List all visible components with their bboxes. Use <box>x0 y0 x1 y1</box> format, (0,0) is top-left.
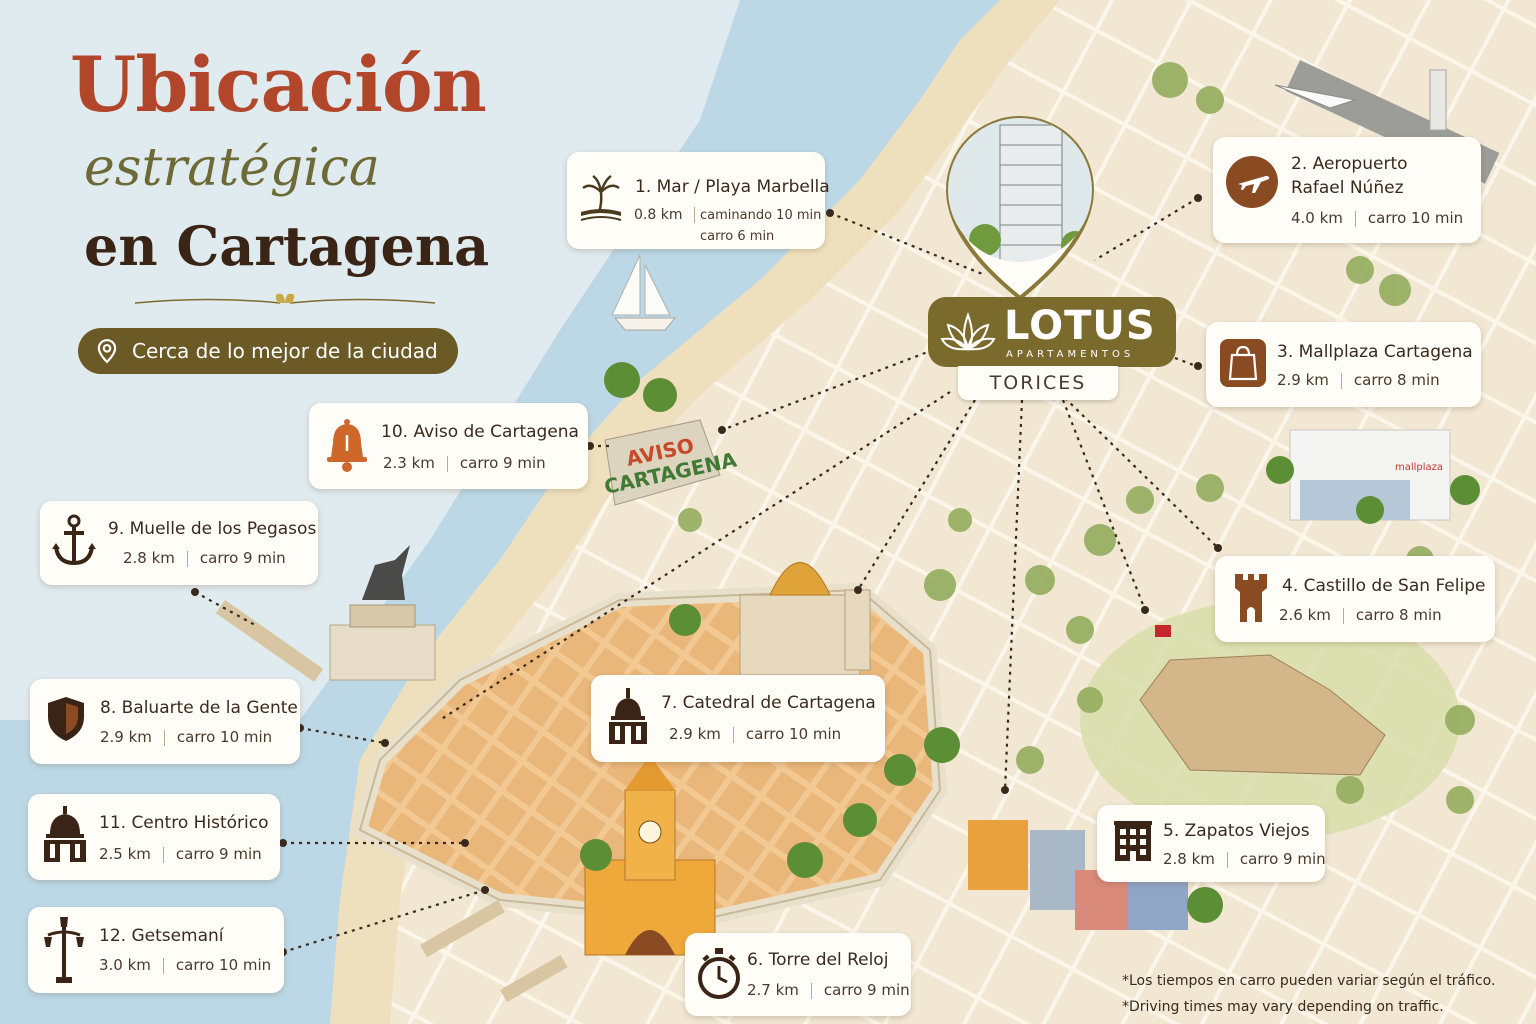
title-line-3: en Cartagena <box>84 214 490 278</box>
title-flourish <box>134 293 436 304</box>
tagline-pill: Cerca de lo mejor de la ciudad <box>78 328 458 374</box>
location-pin-icon <box>97 339 117 364</box>
place-distance: 2.5 km <box>99 845 151 863</box>
place-details: 2.3 km carro 9 min <box>383 454 546 472</box>
place-card-baluarte: 8. Baluarte de la Gente 2.9 km carro 10 m… <box>30 679 300 764</box>
place-name: 1. Mar / Playa Marbella <box>635 177 830 197</box>
lotus-logo: LOTUS APARTAMENTOS <box>928 297 1176 367</box>
anchor-icon <box>52 514 96 566</box>
title-line-2: estratégica <box>84 138 380 198</box>
place-name: 8. Baluarte de la Gente <box>100 698 298 718</box>
place-card-torre-del-reloj: 6. Torre del Reloj 2.7 km carro 9 min <box>685 933 911 1016</box>
place-distance: 2.7 km <box>747 981 799 999</box>
place-name-line-2: Rafael Núñez <box>1291 178 1404 198</box>
neighborhood-label: TORICES <box>958 366 1118 400</box>
brand-subtitle: APARTAMENTOS <box>1006 349 1135 360</box>
place-time: carro 9 min <box>1239 850 1326 868</box>
place-details: 4.0 km carro 10 min <box>1291 209 1463 227</box>
clock-icon <box>698 948 740 999</box>
place-name: 3. Mallplaza Cartagena <box>1277 342 1473 362</box>
place-details: 2.5 km carro 9 min <box>99 845 262 863</box>
place-card-getsemani: 12. Getsemaní 3.0 km carro 10 min <box>28 907 284 993</box>
airplane-icon <box>1226 156 1278 208</box>
palm-beach-icon <box>580 174 622 221</box>
cathedral-dome <box>769 562 831 596</box>
mallplaza-sign: mallplaza <box>1395 462 1443 473</box>
place-time: carro 9 min <box>823 981 910 999</box>
place-card-zapatos-viejos: 5. Zapatos Viejos 2.8 km carro 9 min <box>1097 805 1326 882</box>
place-time: carro 10 min <box>745 725 842 743</box>
place-card-castillo-san-felipe: 4. Castillo de San Felipe 2.6 km carro 8 … <box>1215 556 1495 642</box>
place-name: 2. Aeropuerto <box>1291 154 1408 174</box>
place-time: carro 10 min <box>175 956 272 974</box>
clock-face <box>638 820 662 844</box>
place-time: caminando 10 min <box>700 208 822 223</box>
castillo-illustration <box>1139 654 1386 776</box>
lotus-flower-icon <box>940 312 996 351</box>
brand-name: LOTUS <box>1004 303 1156 349</box>
title-line-1: Ubicación <box>70 40 487 129</box>
place-card-centro-historico: 11. Centro Histórico 2.5 km carro 9 min <box>28 794 280 880</box>
place-name: 7. Catedral de Cartagena <box>661 693 876 713</box>
shield-icon <box>48 697 84 741</box>
place-distance: 0.8 km <box>634 207 683 223</box>
place-time: carro 10 min <box>176 728 273 746</box>
place-details: 3.0 km carro 10 min <box>99 956 271 974</box>
shopping-bag-icon <box>1220 339 1266 387</box>
tagline-text: Cerca de lo mejor de la ciudad <box>132 339 438 363</box>
place-card-aviso-cartagena: 10. Aviso de Cartagena 2.3 km carro 9 min <box>309 403 588 489</box>
castle-tower-icon <box>1235 574 1267 622</box>
place-time: carro 8 min <box>1353 371 1440 389</box>
place-card-playa-marbella: 1. Mar / Playa Marbella 0.8 km caminando… <box>567 152 830 249</box>
place-distance: 4.0 km <box>1291 209 1343 227</box>
place-card-aeropuerto: 2. Aeropuerto Rafael Núñez 4.0 km carro 1… <box>1213 137 1481 243</box>
place-distance: 3.0 km <box>99 956 151 974</box>
place-details: 2.6 km carro 8 min <box>1279 606 1442 624</box>
place-time-secondary: carro 6 min <box>700 229 775 244</box>
connector-lines <box>194 197 1219 954</box>
dome-icon <box>44 806 86 862</box>
place-distance: 2.9 km <box>1277 371 1329 389</box>
place-name: 9. Muelle de los Pegasos <box>108 519 317 539</box>
building-icon <box>1114 821 1152 861</box>
place-details: 0.8 km <box>634 207 707 223</box>
place-time: carro 9 min <box>199 549 286 567</box>
footnote-english: *Driving times may vary depending on tra… <box>1122 999 1444 1015</box>
place-distance: 2.8 km <box>123 549 175 567</box>
place-details: 2.9 km carro 10 min <box>100 728 272 746</box>
footnote-spanish: *Los tiempos en carro pueden variar segú… <box>1122 973 1496 989</box>
place-distance: 2.3 km <box>383 454 435 472</box>
place-name: 10. Aviso de Cartagena <box>381 422 579 442</box>
place-name: 11. Centro Histórico <box>99 813 269 833</box>
place-distance: 2.9 km <box>669 725 721 743</box>
place-time: carro 10 min <box>1367 209 1464 227</box>
place-name: 12. Getsemaní <box>99 926 224 946</box>
place-details: 2.7 km carro 9 min <box>747 981 910 999</box>
place-time: carro 9 min <box>459 454 546 472</box>
apartment-tower-illustration <box>948 118 1092 262</box>
place-name: 4. Castillo de San Felipe <box>1282 576 1486 596</box>
place-details: 2.9 km carro 10 min <box>669 725 841 743</box>
place-name: 6. Torre del Reloj <box>747 950 889 970</box>
airplane-illustration <box>1274 84 1356 109</box>
place-card-muelle-pegasos: 9. Muelle de los Pegasos 2.8 km carro 9 m… <box>40 501 318 585</box>
place-time: carro 8 min <box>1355 606 1442 624</box>
place-distance: 2.8 km <box>1163 850 1215 868</box>
place-card-catedral: 7. Catedral de Cartagena 2.9 km carro 10 … <box>591 675 885 762</box>
place-details: 2.9 km carro 8 min <box>1277 371 1440 389</box>
cathedral-icon <box>609 688 647 744</box>
pegasus-statue <box>362 545 410 600</box>
place-card-mallplaza: 3. Mallplaza Cartagena 2.9 km carro 8 min <box>1206 322 1481 407</box>
street-lamp-icon <box>44 917 84 983</box>
place-distance: 2.9 km <box>100 728 152 746</box>
place-name: 5. Zapatos Viejos <box>1163 821 1310 841</box>
place-details: 2.8 km carro 9 min <box>123 549 286 567</box>
place-distance: 2.6 km <box>1279 606 1331 624</box>
place-details: 2.8 km carro 9 min <box>1163 850 1326 868</box>
bell-icon <box>327 419 367 472</box>
place-time: carro 9 min <box>175 845 262 863</box>
